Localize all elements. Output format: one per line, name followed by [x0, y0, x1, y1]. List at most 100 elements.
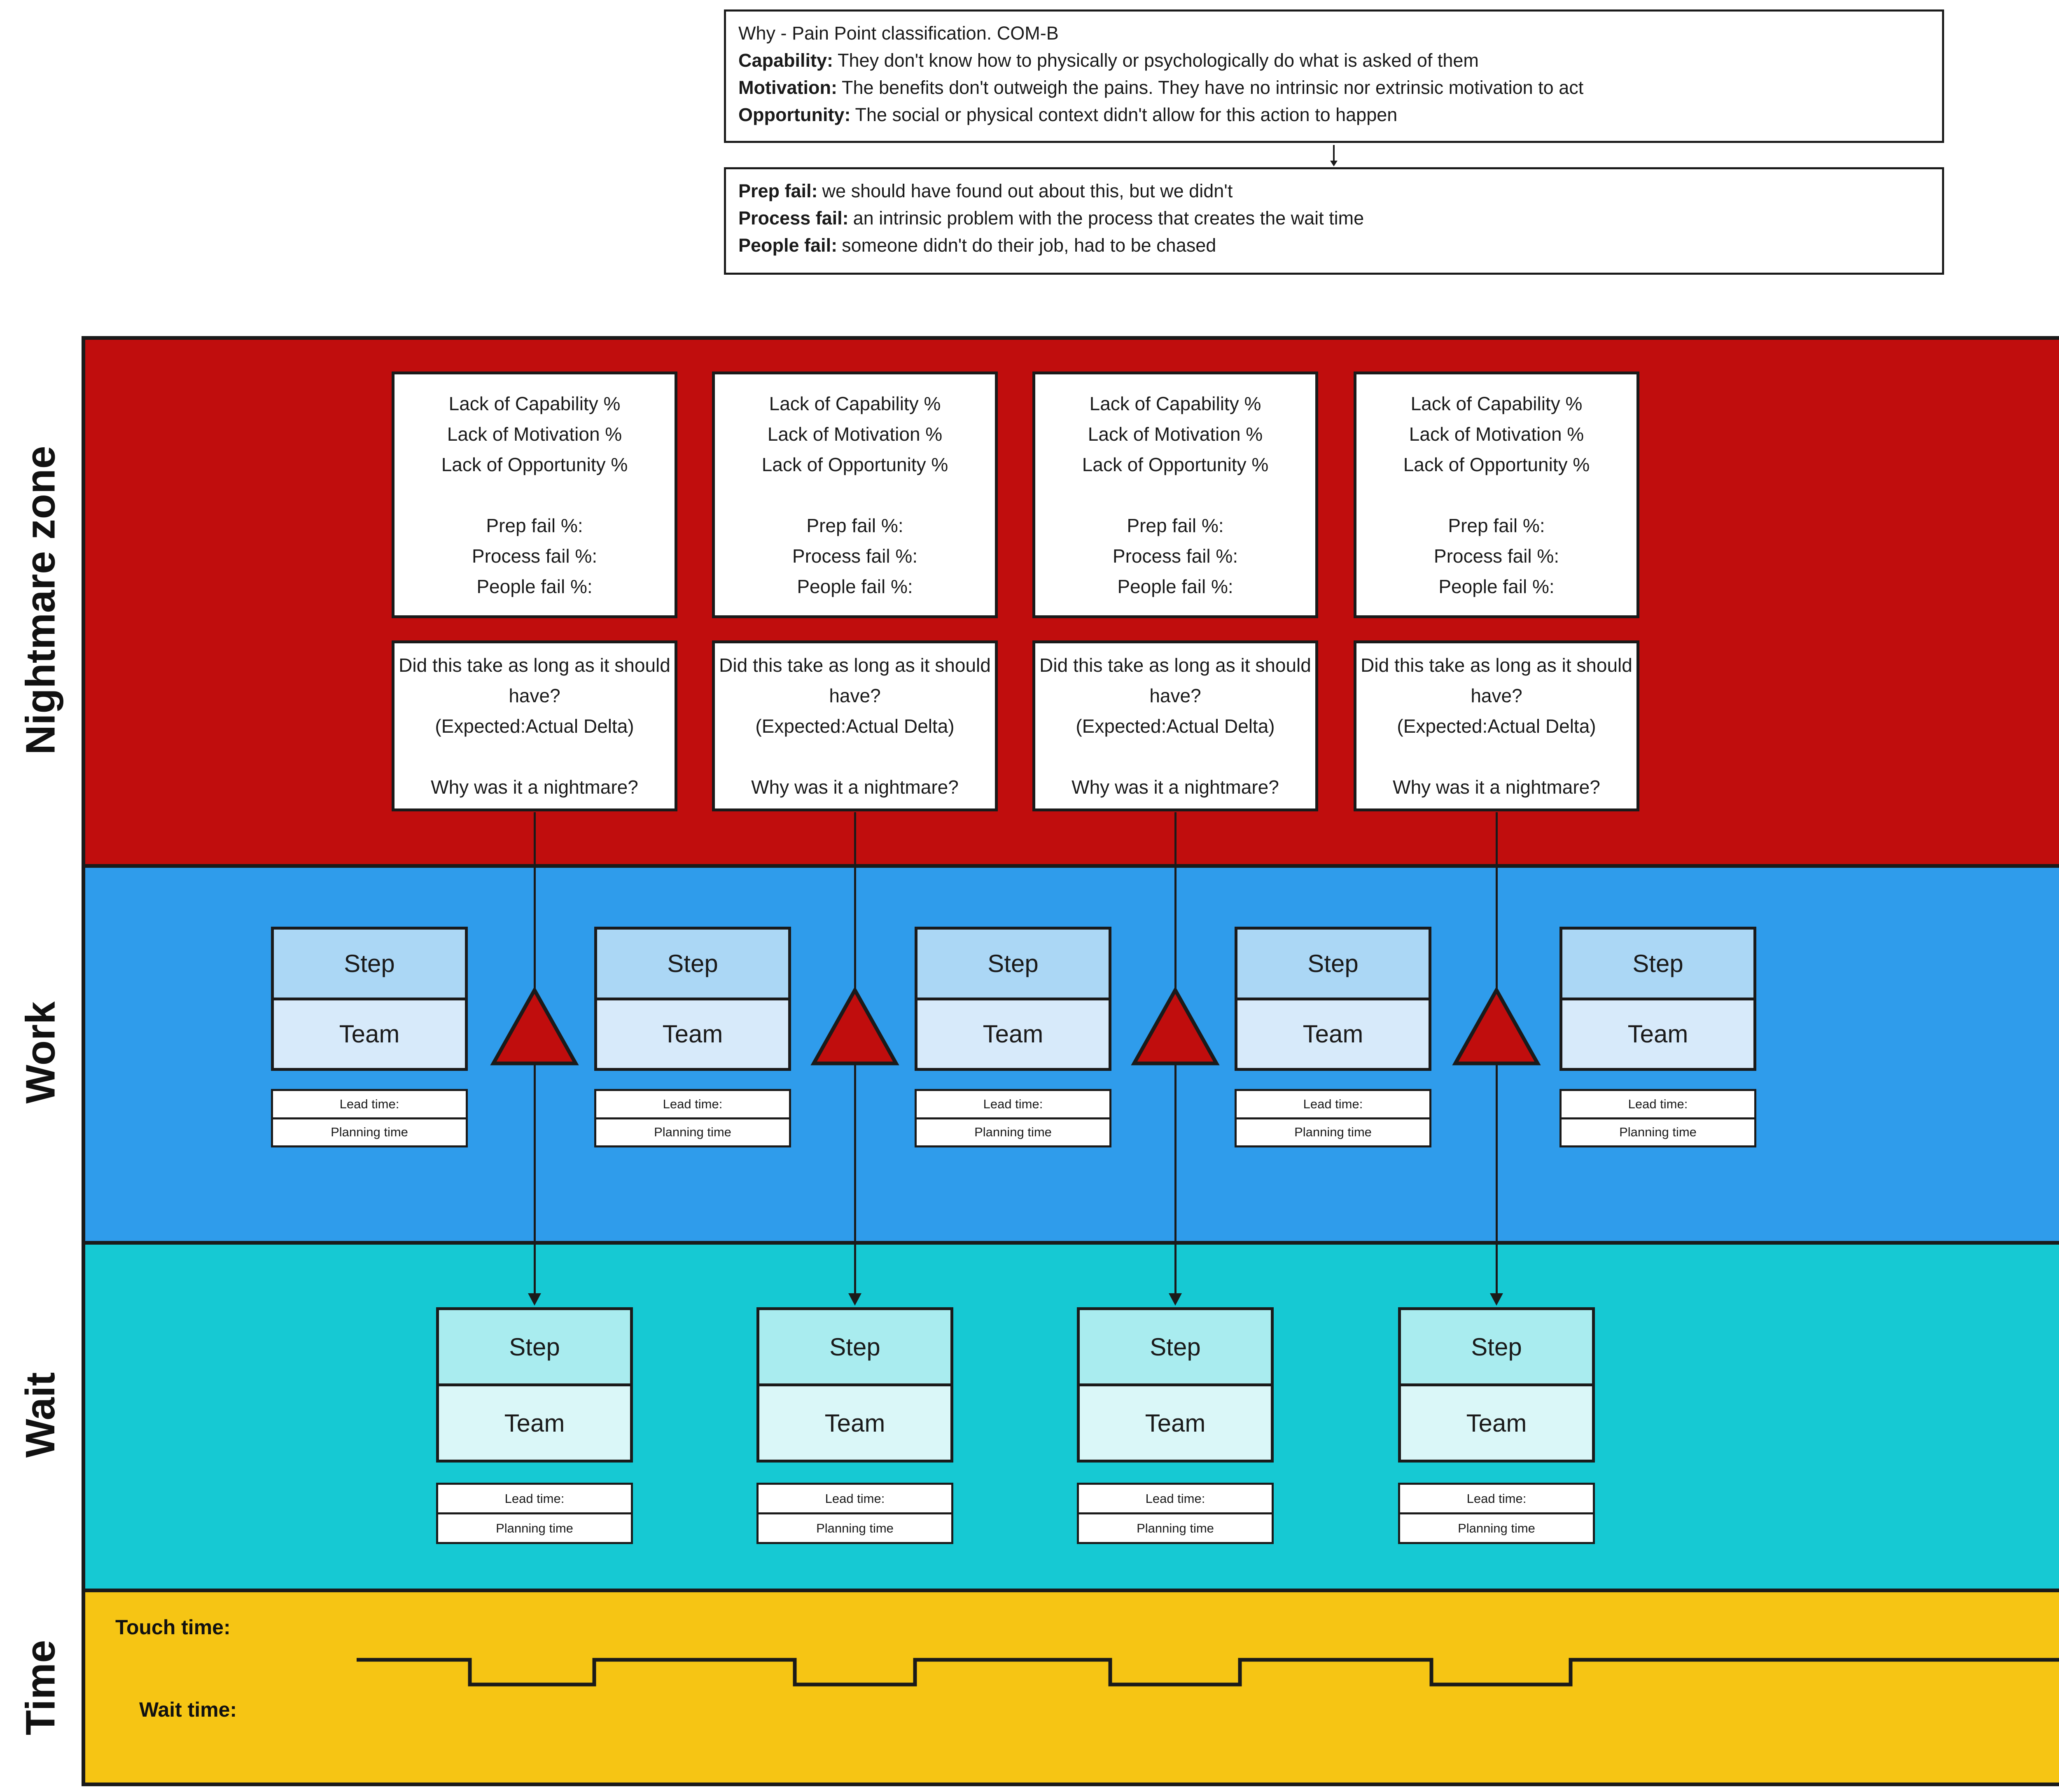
stat-line: People fail %:: [1117, 575, 1233, 597]
rework-triangle-icon[interactable]: [1130, 988, 1221, 1066]
lead-time-cell[interactable]: Lead time:: [663, 1096, 723, 1111]
step-cell[interactable]: Step: [917, 930, 1109, 998]
nightmare-question-box[interactable]: Did this take as long as it should have?…: [392, 640, 677, 811]
question-line: Did this take as long as it should have?: [719, 654, 991, 706]
question-line: Did this take as long as it should have?: [1361, 654, 1632, 706]
planning-time-cell[interactable]: Planning time: [438, 1512, 631, 1542]
pain-stat-box[interactable]: Lack of Capability % Lack of Motivation …: [712, 371, 998, 618]
step-cell[interactable]: Step: [759, 1310, 950, 1383]
lead-time-cell[interactable]: Lead time:: [504, 1491, 565, 1506]
work-zone-label: Work: [17, 1001, 64, 1104]
stat-line: Lack of Motivation %: [1088, 423, 1263, 445]
connector-arrow-icon: [528, 1293, 541, 1306]
team-cell[interactable]: Team: [917, 997, 1109, 1068]
rework-triangle-icon[interactable]: [489, 988, 580, 1066]
question-line: (Expected:Actual Delta): [755, 715, 955, 737]
work-time-card[interactable]: Lead time: Planning time: [271, 1089, 468, 1147]
lead-time-cell[interactable]: Lead time:: [1466, 1491, 1527, 1506]
question-line: Why was it a nightmare?: [751, 776, 959, 798]
step-cell[interactable]: Step: [274, 930, 465, 998]
planning-time-cell[interactable]: Planning time: [1400, 1512, 1593, 1542]
lead-time-cell[interactable]: Lead time:: [825, 1491, 885, 1506]
question-line: (Expected:Actual Delta): [1397, 715, 1596, 737]
wait-time-card[interactable]: Lead time: Planning time: [436, 1483, 633, 1544]
touch-time-label: Touch time:: [115, 1616, 231, 1639]
wait-time-card[interactable]: Lead time: Planning time: [1398, 1483, 1595, 1544]
stat-line: Prep fail %:: [1448, 514, 1545, 536]
nightmare-zone-gutter: Nightmare zone: [0, 336, 82, 864]
wait-step-card[interactable]: Step Team: [436, 1307, 633, 1463]
work-time-card[interactable]: Lead time: Planning time: [594, 1089, 791, 1147]
step-cell[interactable]: Step: [597, 930, 788, 998]
step-cell[interactable]: Step: [1237, 930, 1429, 998]
team-cell[interactable]: Team: [759, 1383, 950, 1460]
lead-time-cell[interactable]: Lead time:: [983, 1096, 1043, 1111]
work-step-card[interactable]: Step Team: [271, 927, 468, 1071]
planning-time-cell[interactable]: Planning time: [759, 1512, 951, 1542]
planning-time-cell[interactable]: Planning time: [1562, 1117, 1754, 1146]
nightmare-question-box[interactable]: Did this take as long as it should have?…: [712, 640, 998, 811]
wait-step-card[interactable]: Step Team: [1077, 1307, 1274, 1463]
step-cell[interactable]: Step: [1562, 930, 1753, 998]
work-step-card[interactable]: Step Team: [1559, 927, 1756, 1071]
pain-stat-box[interactable]: Lack of Capability % Lack of Motivation …: [392, 371, 677, 618]
planning-time-cell[interactable]: Planning time: [917, 1117, 1109, 1146]
wait-step-card[interactable]: Step Team: [1398, 1307, 1595, 1463]
team-cell[interactable]: Team: [1401, 1383, 1592, 1460]
stat-line: Lack of Capability %: [1089, 393, 1261, 414]
fails-info-box[interactable]: Prep fail:we should have found out about…: [724, 167, 1944, 275]
planning-time-cell[interactable]: Planning time: [1237, 1117, 1429, 1146]
lead-time-cell[interactable]: Lead time:: [1628, 1096, 1688, 1111]
planning-time-cell[interactable]: Planning time: [596, 1117, 789, 1146]
work-step-card[interactable]: Step Team: [1235, 927, 1431, 1071]
opportunity-line: Opportunity:The social or physical conte…: [738, 104, 1398, 125]
stat-line: People fail %:: [797, 575, 913, 597]
wait-zone-lane: [85, 1241, 2059, 1589]
planning-time-cell[interactable]: Planning time: [1079, 1512, 1272, 1542]
team-cell[interactable]: Team: [439, 1383, 630, 1460]
question-line: (Expected:Actual Delta): [435, 715, 634, 737]
lead-time-cell[interactable]: Lead time:: [339, 1096, 399, 1111]
wait-zone-label: Wait: [17, 1372, 64, 1458]
step-cell[interactable]: Step: [1080, 1310, 1271, 1383]
step-cell[interactable]: Step: [1401, 1310, 1592, 1383]
wait-time-label: Wait time:: [139, 1698, 237, 1721]
people-fail-line: People fail:someone didn't do their job,…: [738, 235, 1216, 256]
connector-arrow-icon: [848, 1293, 861, 1306]
stat-line: Lack of Motivation %: [767, 423, 943, 445]
work-step-card[interactable]: Step Team: [915, 927, 1111, 1071]
rework-triangle-icon[interactable]: [810, 988, 900, 1066]
stat-line: Lack of Opportunity %: [1082, 453, 1269, 475]
team-cell[interactable]: Team: [274, 997, 465, 1068]
team-cell[interactable]: Team: [1080, 1383, 1271, 1460]
wait-time-card[interactable]: Lead time: Planning time: [1077, 1483, 1274, 1544]
wait-time-card[interactable]: Lead time: Planning time: [756, 1483, 953, 1544]
stat-line: Lack of Capability %: [1410, 393, 1583, 414]
stat-line: Process fail %:: [472, 545, 598, 567]
rework-triangle-icon[interactable]: [1451, 988, 1542, 1066]
work-time-card[interactable]: Lead time: Planning time: [1235, 1089, 1431, 1147]
lead-time-cell[interactable]: Lead time:: [1303, 1096, 1363, 1111]
work-time-card[interactable]: Lead time: Planning time: [1559, 1089, 1756, 1147]
stat-line: Lack of Opportunity %: [1403, 453, 1590, 475]
comb-info-box[interactable]: Why - Pain Point classification. COM-B C…: [724, 9, 1944, 143]
work-time-card[interactable]: Lead time: Planning time: [915, 1089, 1111, 1147]
planning-time-cell[interactable]: Planning time: [273, 1117, 466, 1146]
stat-line: People fail %:: [476, 575, 593, 597]
lead-time-cell[interactable]: Lead time:: [1145, 1491, 1205, 1506]
wait-step-card[interactable]: Step Team: [756, 1307, 953, 1463]
stat-line: Process fail %:: [1112, 545, 1238, 567]
nightmare-question-box[interactable]: Did this take as long as it should have?…: [1032, 640, 1318, 811]
work-step-card[interactable]: Step Team: [594, 927, 791, 1071]
stat-line: Prep fail %:: [486, 514, 583, 536]
team-cell[interactable]: Team: [597, 997, 788, 1068]
nightmare-question-box[interactable]: Did this take as long as it should have?…: [1354, 640, 1639, 811]
pain-stat-box[interactable]: Lack of Capability % Lack of Motivation …: [1032, 371, 1318, 618]
team-cell[interactable]: Team: [1562, 997, 1753, 1068]
step-cell[interactable]: Step: [439, 1310, 630, 1383]
question-line: Did this take as long as it should have?: [1039, 654, 1311, 706]
pain-stat-box[interactable]: Lack of Capability % Lack of Motivation …: [1354, 371, 1639, 618]
team-cell[interactable]: Team: [1237, 997, 1429, 1068]
comb-title: Why - Pain Point classification. COM-B: [738, 23, 1059, 44]
